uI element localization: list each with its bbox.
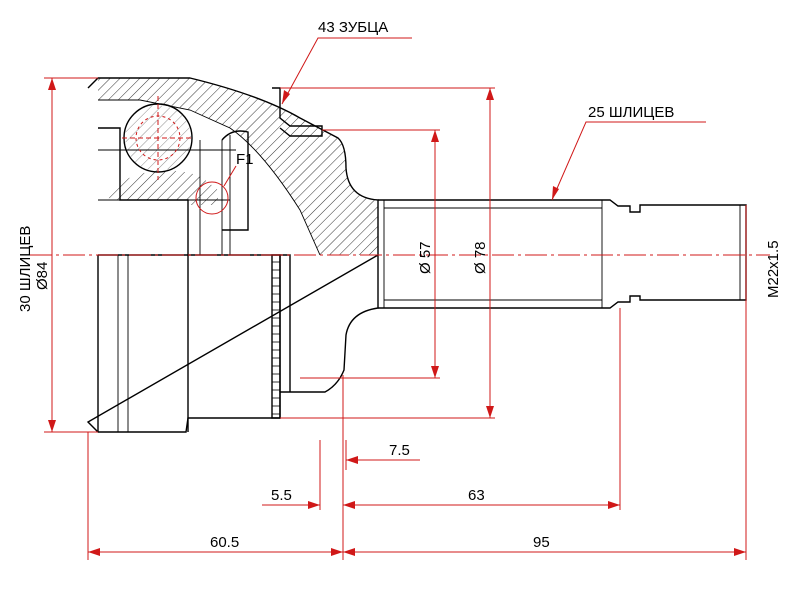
arrow-63 [608, 501, 620, 509]
label-teeth: 43 ЗУБЦА [318, 19, 388, 36]
arrow-5-5-left [308, 501, 320, 509]
arrow-95-left [343, 548, 355, 556]
housing-section [98, 78, 378, 255]
arrow-teeth [282, 90, 290, 104]
arrow-57-bottom [431, 366, 439, 378]
label-dia-78: Ø 78 [472, 241, 489, 274]
joint-body [86, 77, 747, 433]
f1-leader [223, 165, 237, 187]
abs-ring-lower [271, 254, 281, 419]
dimensions [44, 37, 747, 560]
label-f1: F1 [236, 151, 254, 168]
arrow-78-top [486, 88, 494, 100]
label-dia-84: Ø84 [34, 262, 51, 290]
inner-race-section [108, 170, 218, 205]
arrow-60-5-right [331, 548, 343, 556]
label-spline-inner: 30 ШЛИЦЕВ [17, 226, 34, 312]
label-dia-57: Ø 57 [417, 241, 434, 274]
housing-inner-contour [98, 99, 321, 256]
label-thread: M22x1.5 [765, 240, 782, 298]
arrow-7-5 [346, 456, 358, 464]
label-60-5: 60.5 [210, 534, 239, 551]
label-spline-outer: 25 ШЛИЦЕВ [588, 104, 674, 121]
arrow-60-5-left [88, 548, 100, 556]
arrow-78-bottom [486, 406, 494, 418]
leader-spline [551, 121, 706, 201]
abs-ring [272, 87, 323, 137]
label-63: 63 [468, 487, 485, 504]
arrow-95-right [734, 548, 746, 556]
abs-teeth [272, 261, 280, 415]
arrow-84-top [48, 78, 56, 90]
label-7-5: 7.5 [389, 442, 410, 459]
f1-detail-circle [195, 181, 229, 215]
arrow-57-top [431, 130, 439, 142]
lower-flange [188, 254, 291, 392]
leader-teeth [281, 37, 412, 105]
label-5-5: 5.5 [271, 487, 292, 504]
cage [221, 130, 249, 231]
arrow-84-bottom [48, 420, 56, 432]
label-95: 95 [533, 534, 550, 551]
arrow-spline [552, 186, 559, 200]
